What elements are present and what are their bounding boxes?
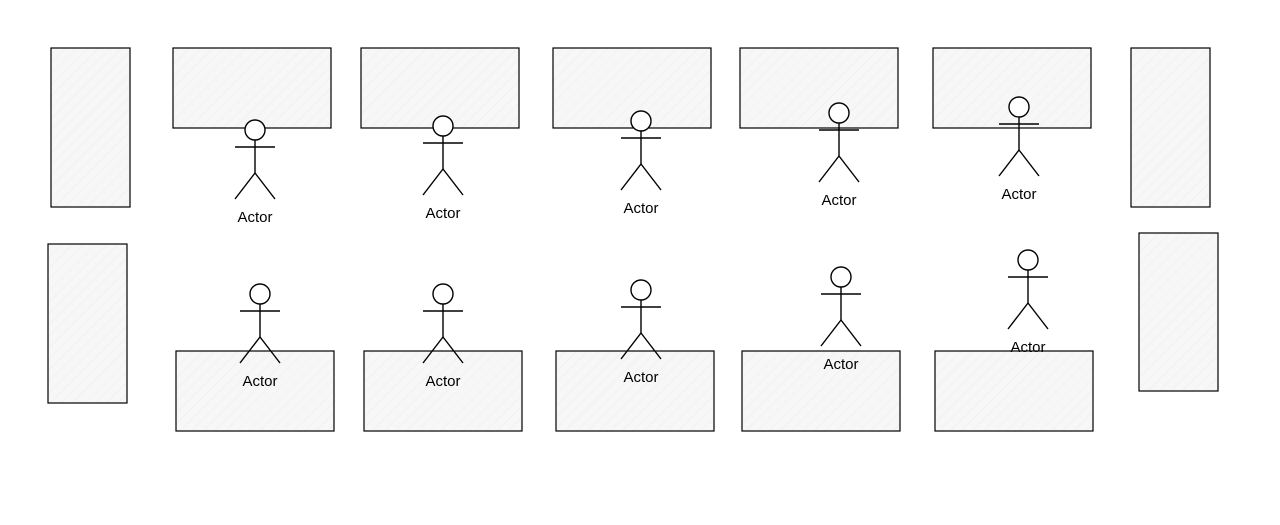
wide-box-top-1[interactable] [172,47,332,129]
actor-label: Actor [1010,339,1045,356]
actor-label: Actor [821,192,856,209]
actor-head-icon [249,283,271,305]
wide-box-top-2[interactable] [360,47,520,129]
wide-box-bottom-5[interactable] [934,350,1094,432]
actor-figure-7[interactable]: Actor [422,283,464,390]
actor-head-icon [432,283,454,305]
actor-figure-9[interactable]: Actor [820,266,862,373]
actor-label: Actor [623,369,658,386]
actor-head-icon [828,102,850,124]
wide-box-bottom-4[interactable] [741,350,901,432]
wide-box-top-3[interactable] [552,47,712,129]
actor-head-icon [630,110,652,132]
actor-figure-1[interactable]: Actor [234,119,276,226]
actor-label: Actor [1001,186,1036,203]
actor-label: Actor [425,205,460,222]
wide-box-top-4[interactable] [739,47,899,129]
actor-label: Actor [242,373,277,390]
actor-figure-4[interactable]: Actor [818,102,860,209]
actor-label: Actor [237,209,272,226]
wide-box-bottom-3[interactable] [555,350,715,432]
tall-box-right-bottom[interactable] [1138,232,1219,392]
actor-figure-3[interactable]: Actor [620,110,662,217]
actor-head-icon [244,119,266,141]
actor-label: Actor [425,373,460,390]
actor-head-icon [830,266,852,288]
tall-box-left-bottom[interactable] [47,243,128,404]
actor-label: Actor [823,356,858,373]
actor-figure-6[interactable]: Actor [239,283,281,390]
actor-figure-10[interactable]: Actor [1007,249,1049,356]
wide-box-bottom-1[interactable] [175,350,335,432]
actor-figure-5[interactable]: Actor [998,96,1040,203]
tall-box-left-top[interactable] [50,47,131,208]
actor-head-icon [630,279,652,301]
tall-box-right-top[interactable] [1130,47,1211,208]
wide-box-bottom-2[interactable] [363,350,523,432]
actor-figure-8[interactable]: Actor [620,279,662,386]
actor-figure-2[interactable]: Actor [422,115,464,222]
actor-head-icon [1008,96,1030,118]
wide-box-top-5[interactable] [932,47,1092,129]
actor-label: Actor [623,200,658,217]
actor-head-icon [1017,249,1039,271]
actor-head-icon [432,115,454,137]
